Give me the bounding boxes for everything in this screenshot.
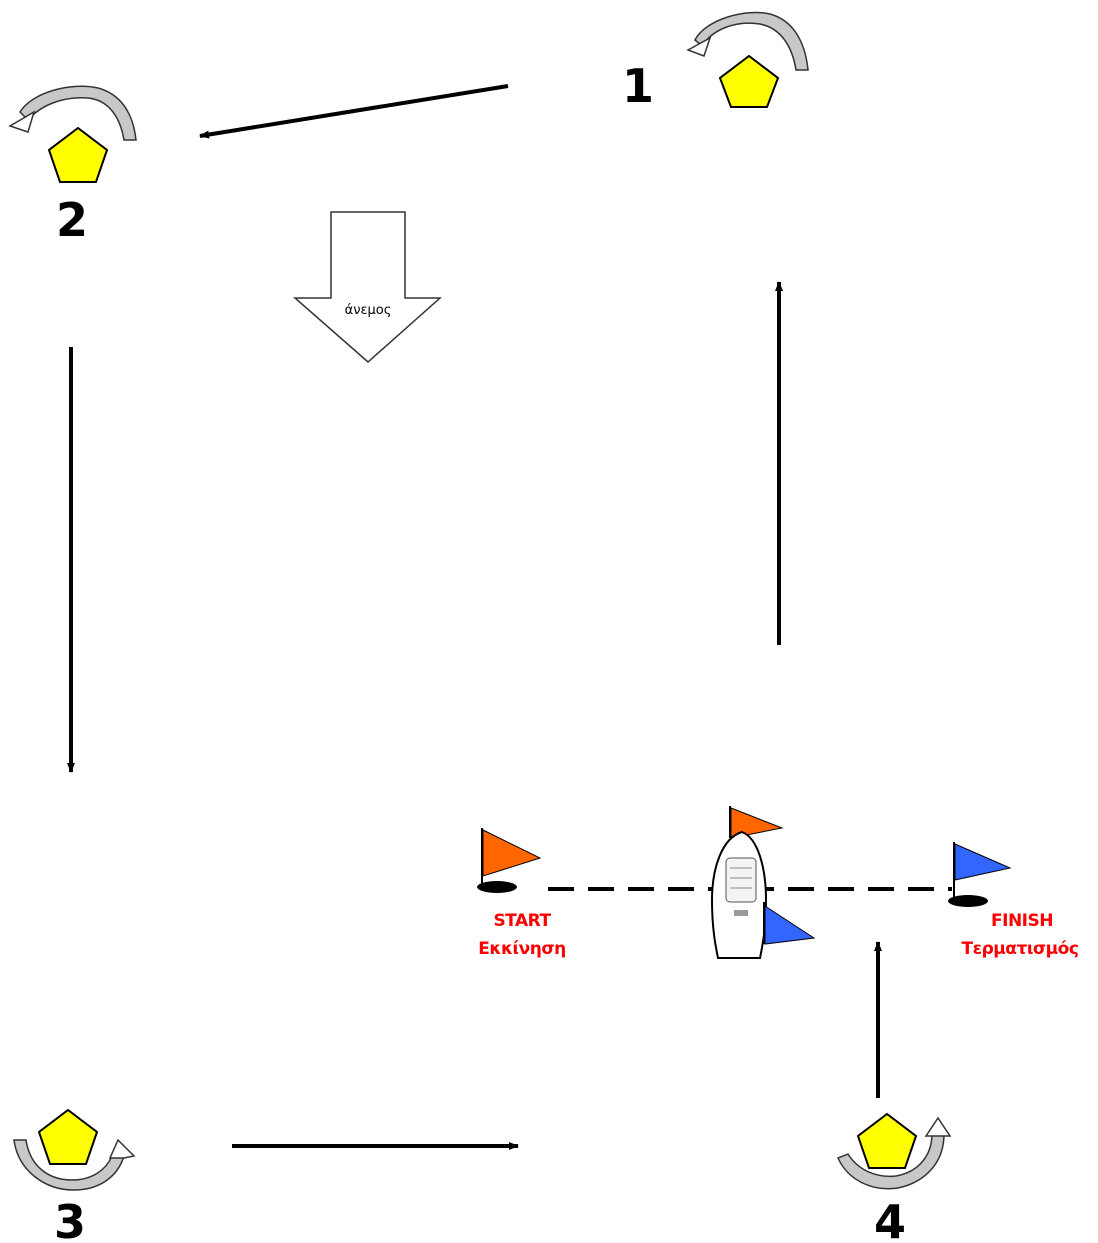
leg-arrow-1-to-2 — [199, 84, 509, 139]
rounding-arrow-icon — [836, 1116, 952, 1190]
buoy-icon — [37, 1108, 99, 1165]
start-label-greek: Εκκίνηση — [478, 939, 565, 959]
wind-label: άνεμος — [345, 303, 392, 318]
mark-2: 2 — [8, 85, 137, 247]
mark-1: 1 — [622, 11, 809, 113]
mark-2-number: 2 — [56, 193, 88, 247]
buoy-icon — [47, 126, 109, 183]
mark-3-number: 3 — [54, 1195, 86, 1243]
finish-label: FINISH — [991, 911, 1053, 931]
finish-flag — [948, 842, 1012, 907]
committee-boat-icon — [710, 806, 816, 959]
mark-3: 3 — [13, 1108, 136, 1243]
finish-label-greek: Τερματισμός — [962, 939, 1079, 959]
start-label: START — [493, 911, 551, 931]
buoy-icon — [856, 1112, 918, 1169]
rounding-arrow-icon — [13, 1138, 136, 1191]
blue-flag-icon — [954, 843, 1012, 881]
orange-flag-icon — [482, 829, 542, 877]
start-flag — [477, 828, 542, 893]
mark-4-number: 4 — [874, 1195, 906, 1243]
mark-1-number: 1 — [622, 59, 654, 113]
mark-4: 4 — [836, 1112, 952, 1243]
rounding-arrow-icon — [8, 85, 137, 141]
buoy-icon — [718, 54, 780, 108]
rounding-arrow-icon — [686, 11, 809, 71]
wind-arrow: άνεμος — [293, 211, 442, 364]
